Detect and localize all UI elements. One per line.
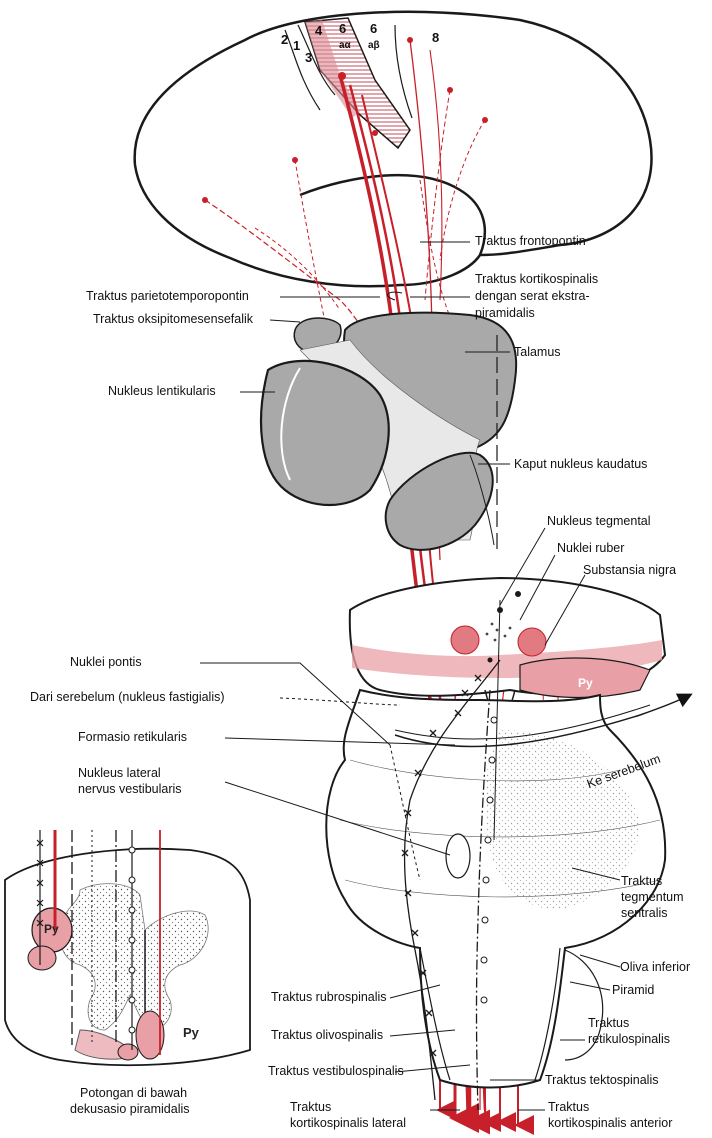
area-6b-label: 6 bbox=[370, 21, 377, 36]
label-vestibularis-2: nervus vestibularis bbox=[78, 782, 182, 797]
label-parietotemporopontin: Traktus parietotemporopontin bbox=[86, 289, 249, 304]
label-py-section-left: Py bbox=[44, 922, 59, 937]
area-6a-label: 6 bbox=[339, 21, 346, 36]
label-kortikospinalis-2: dengan serat ekstra- bbox=[475, 289, 590, 304]
section-caption-2: dekusasio piramidalis bbox=[70, 1102, 190, 1117]
lentikularis-shape bbox=[261, 361, 389, 505]
label-vestibulospinalis: Traktus vestibulospinalis bbox=[268, 1064, 404, 1079]
label-retikularis: Formasio retikularis bbox=[78, 730, 187, 745]
origin-dot bbox=[372, 130, 378, 136]
vestibular-nucleus bbox=[446, 834, 470, 878]
origin-dot bbox=[407, 37, 413, 43]
label-nigra: Substansia nigra bbox=[583, 563, 676, 578]
label-piramid: Piramid bbox=[612, 983, 654, 998]
label-ks-anterior-2: kortikospinalis anterior bbox=[548, 1116, 672, 1131]
label-frontopontin: Traktus frontopontin bbox=[475, 234, 586, 249]
label-tegmentum-2: tegmentum bbox=[621, 890, 684, 905]
label-ks-anterior-1: Traktus bbox=[548, 1100, 589, 1115]
label-kaudatus: Kaput nukleus kaudatus bbox=[514, 457, 647, 472]
area-4-label: 4 bbox=[315, 23, 322, 38]
origin-dot bbox=[447, 87, 453, 93]
area-3-label: 3 bbox=[305, 50, 312, 65]
basal-ganglia-block bbox=[261, 313, 516, 555]
label-olivospinalis: Traktus olivospinalis bbox=[271, 1028, 383, 1043]
red-nucleus-right bbox=[518, 628, 546, 656]
label-rubrospinalis: Traktus rubrospinalis bbox=[271, 990, 387, 1005]
label-pontis: Nuklei pontis bbox=[70, 655, 142, 670]
rubrospinal-area bbox=[28, 946, 56, 970]
area-8-label: 8 bbox=[432, 30, 439, 45]
label-tegmental: Nukleus tegmental bbox=[547, 514, 651, 529]
anterior-bundle-2 bbox=[118, 1044, 138, 1060]
area-1-label: 1 bbox=[293, 38, 300, 53]
origin-dot bbox=[292, 157, 298, 163]
origin-dot bbox=[202, 197, 208, 203]
spinal-cord-section bbox=[5, 830, 250, 1065]
label-ruber: Nuklei ruber bbox=[557, 541, 624, 556]
label-serebelum-fastigialis: Dari serebelum (nukleus fastigialis) bbox=[30, 690, 225, 705]
label-oksipitomesensefalik: Traktus oksipitomesensefalik bbox=[93, 312, 253, 327]
label-retikulospinalis-2: retikulospinalis bbox=[588, 1032, 670, 1047]
label-lentikularis: Nukleus lentikularis bbox=[108, 384, 216, 399]
label-ks-lateral-1: Traktus bbox=[290, 1100, 331, 1115]
label-tegmentum-3: sentralis bbox=[621, 906, 668, 921]
label-talamus: Talamus bbox=[514, 345, 561, 360]
label-oliva: Oliva inferior bbox=[620, 960, 690, 975]
label-tegmentum-1: Traktus bbox=[621, 874, 662, 889]
origin-dot bbox=[482, 117, 488, 123]
leader-oksipitomesensefalik bbox=[270, 320, 300, 322]
label-py-midbrain: Py bbox=[578, 676, 593, 691]
area-6b-sub-label: aβ bbox=[368, 38, 380, 53]
origin-dot bbox=[338, 72, 346, 80]
red-nucleus-left bbox=[451, 626, 479, 654]
label-ks-lateral-2: kortikospinalis lateral bbox=[290, 1116, 406, 1131]
label-kortikospinalis-1: Traktus kortikospinalis bbox=[475, 272, 598, 287]
label-vestibularis-1: Nukleus lateral bbox=[78, 766, 161, 781]
area-2-label: 2 bbox=[281, 32, 288, 47]
area-6a-sub-label: aα bbox=[339, 38, 351, 53]
section-caption-1: Potongan di bawah bbox=[80, 1086, 187, 1101]
leader-piramid bbox=[570, 982, 610, 990]
label-tektospinalis: Traktus tektospinalis bbox=[545, 1073, 658, 1088]
label-kortikospinalis-3: piramidalis bbox=[475, 306, 535, 321]
label-retikulospinalis-1: Traktus bbox=[588, 1016, 629, 1031]
label-py-section-right: Py bbox=[183, 1025, 199, 1040]
